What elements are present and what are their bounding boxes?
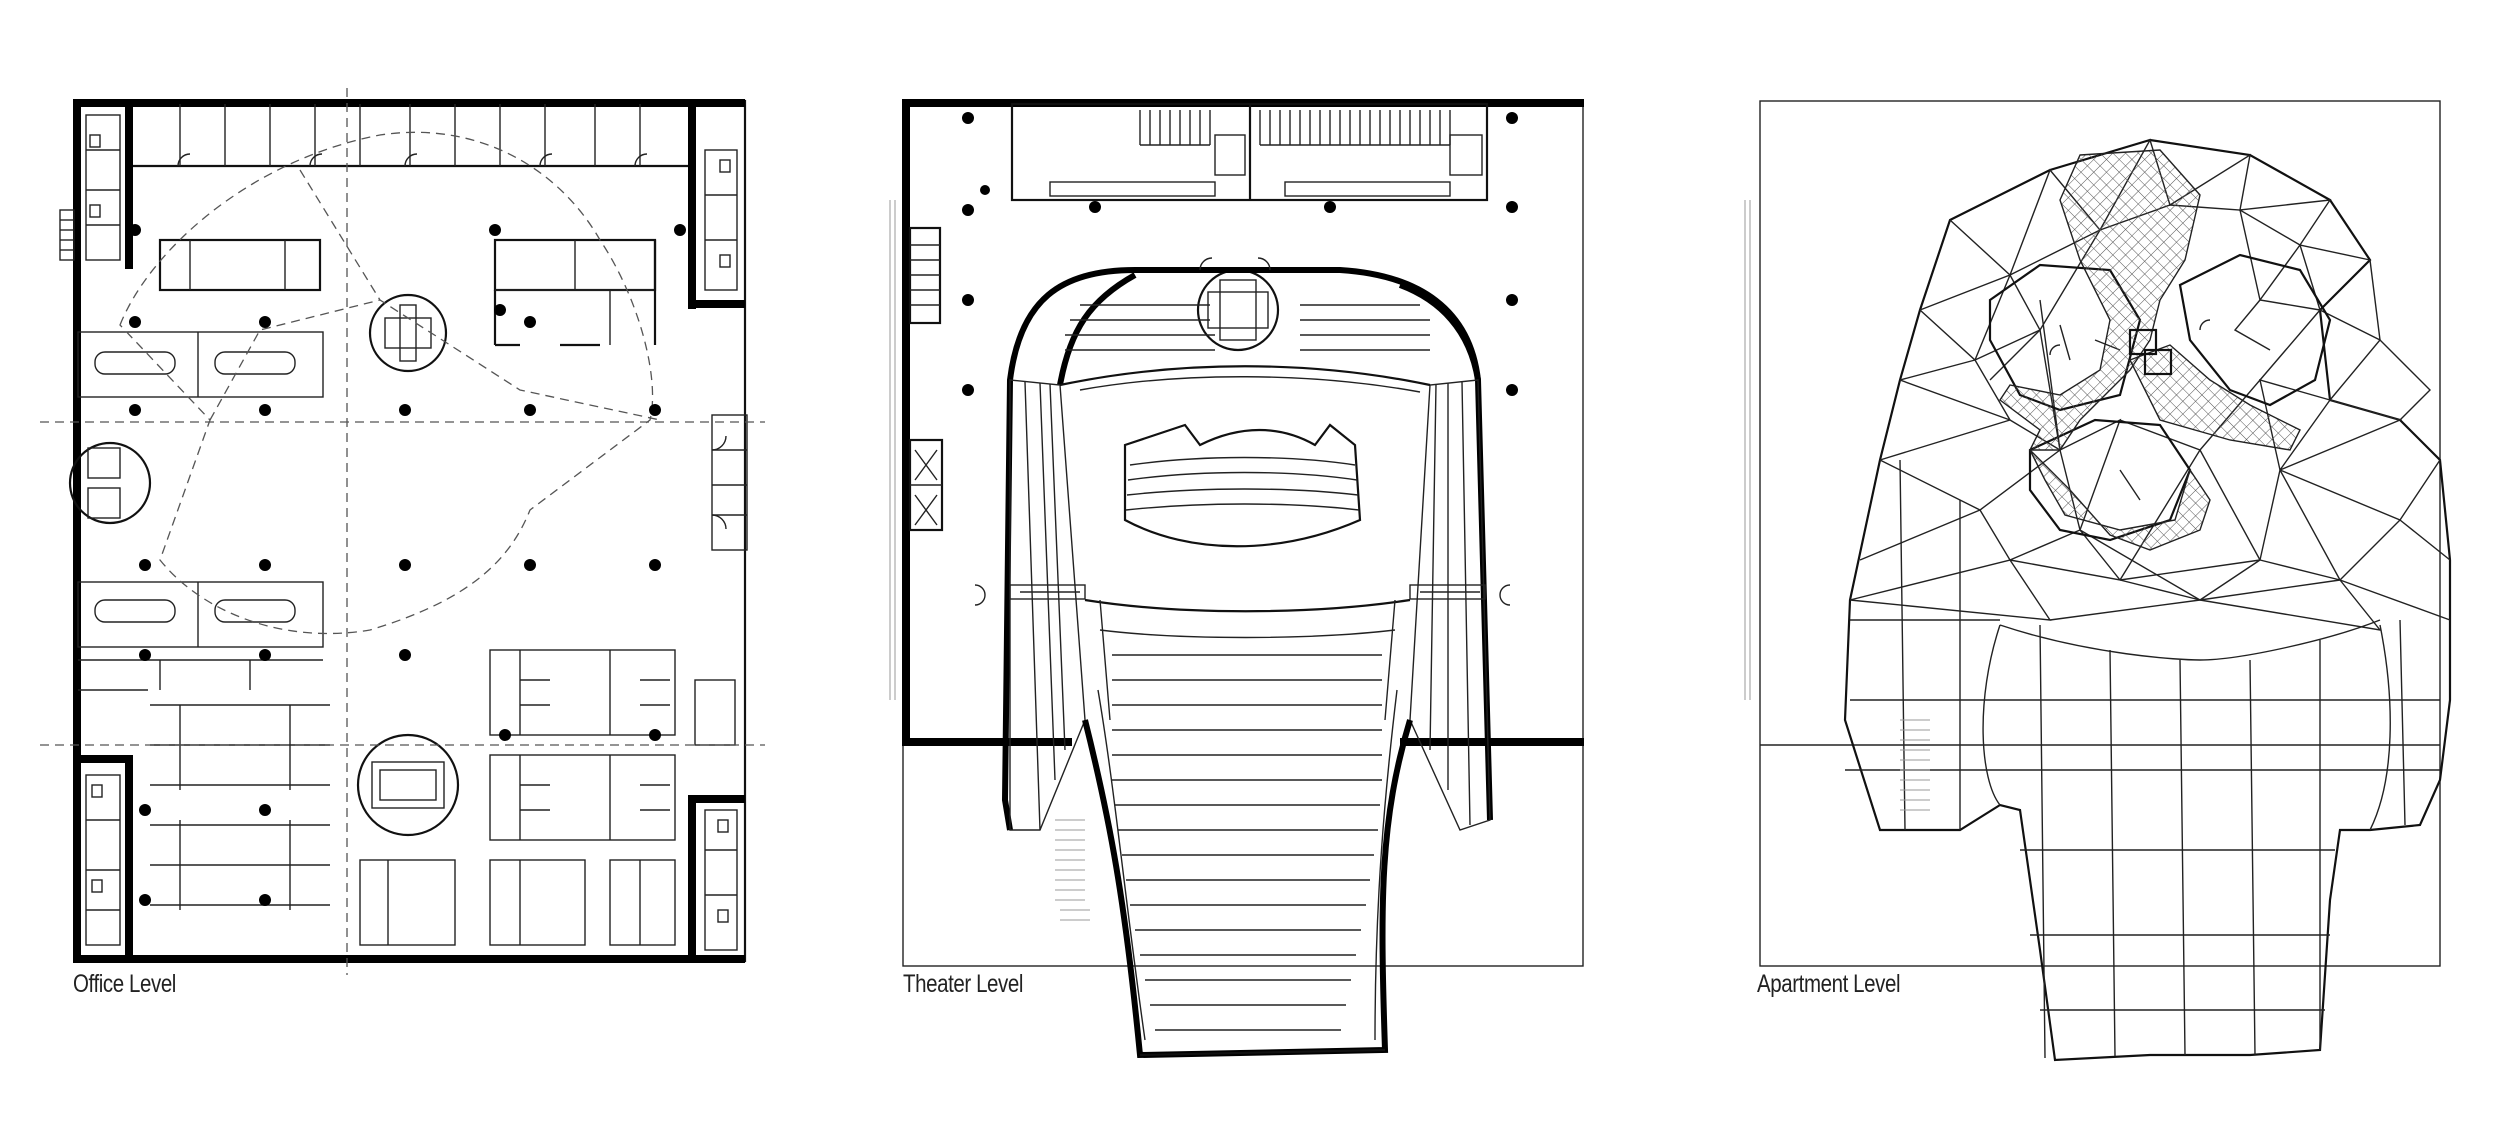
office-core-top-left xyxy=(59,99,133,269)
theater-level-plan xyxy=(889,99,1584,1059)
apartment-outer-shell xyxy=(1843,138,2452,1062)
apartment-level-caption: Apartment Level xyxy=(1757,970,1901,998)
theater-level-caption: Theater Level xyxy=(903,970,1024,998)
theater-cross-core xyxy=(1196,268,1280,352)
theater-upper-seating xyxy=(1059,304,1431,393)
office-core-bottom-left xyxy=(73,755,133,961)
office-workstations xyxy=(78,649,736,946)
office-outer-wall xyxy=(73,99,747,963)
theater-stair-elevator xyxy=(889,200,944,700)
office-columns xyxy=(129,224,686,906)
office-circular-stair-core xyxy=(68,293,460,837)
office-private-rooms-top xyxy=(133,104,688,168)
office-core-top-right xyxy=(688,99,745,309)
office-entrance-doors xyxy=(711,414,748,551)
apartment-structural-grid xyxy=(1845,459,2440,1059)
theater-columns xyxy=(962,112,1518,396)
office-meeting-rooms-upper xyxy=(158,238,657,347)
office-core-bottom-right xyxy=(688,795,745,961)
office-circulation-path xyxy=(119,131,654,635)
theater-stage xyxy=(1123,423,1362,548)
theater-exterior-stairs xyxy=(1055,819,1090,921)
theater-side-seating xyxy=(1009,379,1491,831)
office-level-caption: Office Level xyxy=(73,970,176,998)
office-conference-rooms xyxy=(77,331,324,648)
apartment-level-plan xyxy=(1744,100,2452,1062)
theater-backstage-rooms xyxy=(1010,102,1489,202)
apartment-site-boundary xyxy=(1759,100,2441,967)
theater-left-shell xyxy=(1001,267,1136,831)
office-level-plan xyxy=(40,88,765,975)
theater-main-seating xyxy=(1082,598,1413,1059)
